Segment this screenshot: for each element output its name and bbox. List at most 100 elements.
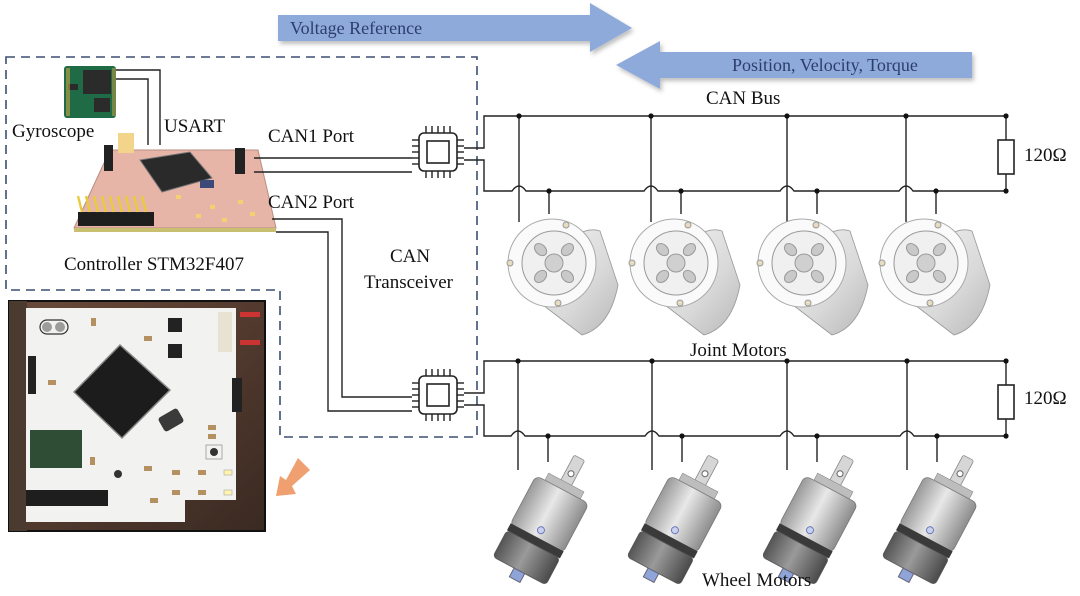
can-bus-2 <box>464 358 1015 470</box>
wheel-motor-shaft-hole <box>701 470 709 478</box>
joint-motors-label: Joint Motors <box>690 340 787 361</box>
can-bus-1 <box>464 113 1015 222</box>
controller-boundary <box>5 56 478 438</box>
junction-dot <box>1003 433 1009 439</box>
wheel-motor-band <box>506 523 564 559</box>
joint-motor-pocket <box>783 269 798 284</box>
can2-port-label: CAN2 Port <box>268 192 355 213</box>
joint-motor-pocket <box>655 269 670 284</box>
joint-motor-pocket <box>810 242 825 257</box>
usart-label: USART <box>164 116 226 137</box>
junction-dot <box>934 433 940 439</box>
gyroscope-label: Gyroscope <box>12 121 95 142</box>
joint-motor-pocket <box>810 269 825 284</box>
wheel-motor-shaft-hole <box>836 470 844 478</box>
wheel-motor-badge <box>806 526 814 535</box>
junction-dot <box>545 433 551 439</box>
junction-dot <box>649 358 655 364</box>
joint-motor-screw <box>756 259 764 267</box>
joint-motor-pocket <box>932 269 947 284</box>
joint-motor-screw <box>812 221 820 229</box>
bus-low-line <box>464 159 1006 192</box>
junction-dot <box>904 358 910 364</box>
wheel-motor-band <box>775 523 833 559</box>
feedback-label: Position, Velocity, Torque <box>732 55 918 75</box>
wheel-motor-badge <box>671 526 679 535</box>
controller-pcb <box>73 133 277 232</box>
junction-dot <box>814 433 820 439</box>
junction-dot <box>678 188 684 194</box>
junction-dot <box>648 113 654 119</box>
junction-dot <box>679 433 685 439</box>
voltage-reference-arrow <box>278 3 632 52</box>
joint-motors-group <box>506 218 991 336</box>
can-transceiver-chip-2 <box>412 369 464 421</box>
junction-dot <box>1003 113 1009 119</box>
bus-high-line <box>464 115 1006 149</box>
joint-motor-pocket <box>655 242 670 257</box>
terminator-bottom-label: 120Ω <box>1024 388 1067 409</box>
terminator-resistor <box>997 384 1015 420</box>
wheel-motor <box>493 455 588 584</box>
board-photo <box>8 300 266 532</box>
joint-motor-screw <box>562 221 570 229</box>
joint-motor-screw <box>878 259 886 267</box>
wheel-motor-badge <box>926 526 934 535</box>
usart-wires <box>116 69 161 145</box>
wheel-motor <box>882 455 977 584</box>
wheel-motor-output-shaft <box>508 567 526 584</box>
joint-motor-hub <box>666 253 686 273</box>
junction-dot <box>903 113 909 119</box>
gyroscope-module <box>64 66 116 118</box>
wheel-motor-shaft-hole <box>956 470 964 478</box>
transceiver-label-line1: CAN <box>390 246 431 267</box>
junction-dot <box>784 358 790 364</box>
can-transceiver-chip-1 <box>412 126 464 178</box>
junction-dot <box>516 113 522 119</box>
bus-high-line <box>464 360 1006 394</box>
joint-motor-screw <box>926 299 934 307</box>
junction-dot <box>784 113 790 119</box>
joint-motor-screw <box>934 221 942 229</box>
junction-dot <box>933 188 939 194</box>
wheel-motors-label: Wheel Motors <box>702 570 812 591</box>
can2-wires <box>272 218 412 412</box>
junction-dot <box>1003 358 1009 364</box>
joint-motor <box>506 218 619 336</box>
junction-dot <box>515 358 521 364</box>
can1-port-label: CAN1 Port <box>268 126 355 147</box>
can1-wires <box>254 157 412 173</box>
joint-motor-pocket <box>905 242 920 257</box>
junction-dot <box>546 188 552 194</box>
joint-motor-screw <box>628 259 636 267</box>
wheel-motor <box>762 455 857 584</box>
terminator-resistor <box>997 139 1015 175</box>
joint-motor-pocket <box>682 242 697 257</box>
wheel-motor-shaft-hole <box>567 470 575 478</box>
joint-motor <box>628 218 741 336</box>
joint-motor-pocket <box>905 269 920 284</box>
joint-motor-screw <box>804 299 812 307</box>
wheel-motor <box>627 455 722 584</box>
joint-motor-pocket <box>533 242 548 257</box>
feedback-arrow <box>616 41 972 89</box>
terminator-top-label: 120Ω <box>1024 145 1067 166</box>
wheel-motors-group <box>493 455 977 584</box>
wheel-motor-band <box>640 523 698 559</box>
joint-motor-pocket <box>560 242 575 257</box>
wheel-motor-output-shaft <box>777 567 795 584</box>
junction-dot <box>1003 188 1009 194</box>
wheel-motor-output-shaft <box>897 567 915 584</box>
joint-motor-screw <box>554 299 562 307</box>
joint-motor-hub <box>544 253 564 273</box>
joint-motor <box>756 218 869 336</box>
joint-motor-screw <box>506 259 514 267</box>
joint-motor-pocket <box>783 242 798 257</box>
transceiver-label-line2: Transceiver <box>364 272 453 293</box>
joint-motor-pocket <box>682 269 697 284</box>
joint-motor-pocket <box>533 269 548 284</box>
wheel-motor-output-shaft <box>642 567 660 584</box>
voltage-reference-label: Voltage Reference <box>290 18 423 38</box>
